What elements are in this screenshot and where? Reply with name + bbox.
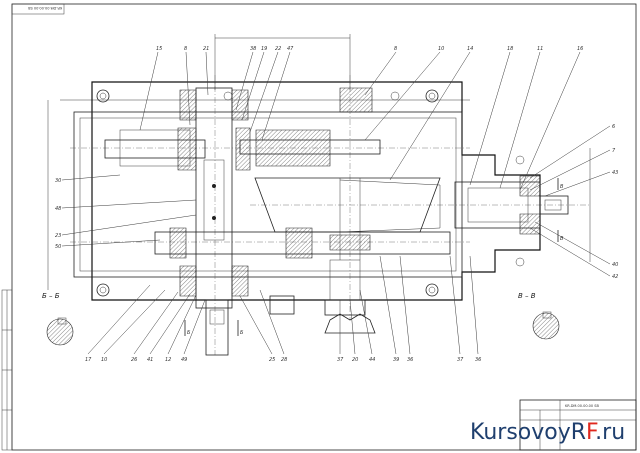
section-b-b-label: Б – Б xyxy=(42,292,60,300)
callout: 10 xyxy=(101,357,107,363)
callout: 40 xyxy=(612,262,618,268)
callout: 12 xyxy=(165,357,171,363)
sheet-frame xyxy=(11,3,637,451)
title-block-designation: KR.DM.00.00.00 SB xyxy=(565,404,599,408)
callout: 41 xyxy=(147,357,153,363)
center-axes xyxy=(70,75,590,355)
callout: 37 xyxy=(457,357,464,363)
leader-lines xyxy=(61,51,611,355)
view-mark-b-right: Б xyxy=(240,330,244,336)
watermark: KursovoyRF.ru xyxy=(470,420,626,445)
callout: 28 xyxy=(281,357,287,363)
callout: 21 xyxy=(203,46,209,52)
view-arrows: Б Б В В xyxy=(184,178,564,336)
view-mark-b-left: Б xyxy=(187,330,191,336)
callout: 17 xyxy=(85,357,92,363)
callout: 36 xyxy=(475,357,481,363)
callout: 48 xyxy=(55,206,61,212)
output-shaft xyxy=(454,175,569,235)
callout: 36 xyxy=(407,357,413,363)
callout: 20 xyxy=(352,357,358,363)
callouts-bottom: 17 10 26 41 12 49 25 28 37 20 44 39 36 3… xyxy=(85,357,481,363)
bevel-gear xyxy=(254,87,441,260)
gearbox-housing xyxy=(73,81,541,301)
title-block: KR.DM.00.00.00 SB xyxy=(519,399,637,451)
callout: 8 xyxy=(184,46,187,52)
view-mark-v-bottom: В xyxy=(560,236,564,242)
left-binding-strip xyxy=(1,289,13,451)
callout: 23 xyxy=(55,233,61,239)
callout: 47 xyxy=(287,46,294,52)
callout: 37 xyxy=(337,357,344,363)
callout: 42 xyxy=(612,274,618,280)
callout: 18 xyxy=(507,46,513,52)
callout: 30 xyxy=(55,178,61,184)
callout: 49 xyxy=(181,357,187,363)
upper-shaft xyxy=(104,127,381,171)
section-b-b: Б – Б xyxy=(42,292,74,346)
callout: 25 xyxy=(269,357,275,363)
callout: 39 xyxy=(393,357,399,363)
callout: 26 xyxy=(131,357,137,363)
callouts-top: 15 8 21 38 19 22 47 8 10 14 18 11 16 xyxy=(156,46,583,52)
callout: 38 xyxy=(250,46,256,52)
callouts-left: 30 48 23 50 xyxy=(55,178,61,250)
callout: 10 xyxy=(438,46,444,52)
callout: 8 xyxy=(394,46,397,52)
callout: 15 xyxy=(156,46,162,52)
callout: 16 xyxy=(577,46,583,52)
callout: 50 xyxy=(55,244,61,250)
callout: 19 xyxy=(261,46,267,52)
callout: 7 xyxy=(612,148,616,154)
callout: 22 xyxy=(275,46,281,52)
callout: 44 xyxy=(369,357,375,363)
corner-stamp-text: KR.DM.00.00.00 SB xyxy=(28,6,62,10)
callout: 6 xyxy=(612,124,615,130)
section-v-v-label: В – В xyxy=(518,292,536,300)
callout: 14 xyxy=(467,46,473,52)
vertical-shaft xyxy=(179,87,249,356)
corner-stamp-box xyxy=(11,3,65,15)
view-mark-v-top: В xyxy=(560,184,564,190)
section-v-v: В – В xyxy=(518,292,560,340)
callouts-right: 6 7 43 40 42 xyxy=(612,124,618,280)
callout: 11 xyxy=(537,46,543,52)
callout: 43 xyxy=(612,170,618,176)
lower-shaft xyxy=(154,227,451,316)
